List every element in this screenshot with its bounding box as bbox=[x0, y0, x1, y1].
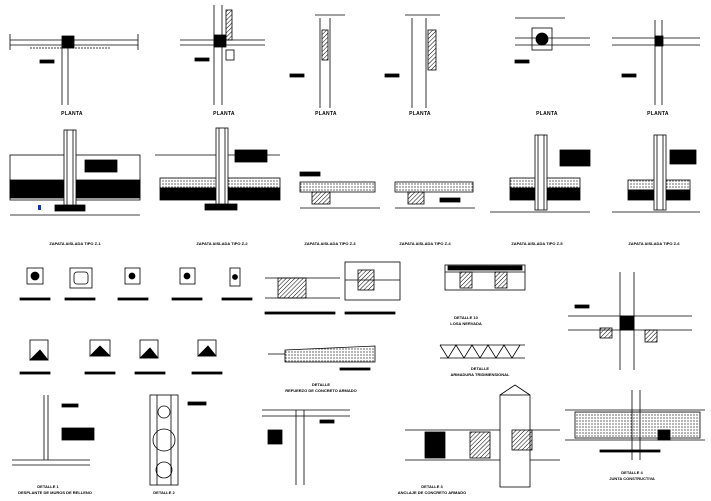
zapata-section-2 bbox=[155, 127, 281, 211]
detalle-column-section-middle bbox=[262, 409, 350, 485]
zapata-section-6 bbox=[612, 134, 700, 213]
detalle-3-drawing bbox=[405, 384, 560, 488]
detalle-1-subtitle: DESPLANTE DE MUROS DE RELLENO bbox=[18, 490, 92, 495]
refuerzo-concreto-detail bbox=[268, 345, 376, 371]
detalle-refuerzo-title: DETALLE bbox=[311, 382, 331, 387]
plan-detail-4 bbox=[384, 14, 440, 108]
detalle-2-title: DETALLE 2 bbox=[153, 490, 175, 495]
plan-detail-6 bbox=[612, 20, 700, 105]
zapata-label-6: ZAPATA AISLADA TIPO Z-6 bbox=[628, 241, 680, 246]
detalle-3-subtitle: ANCLAJE DE CONCRETO ARMADO bbox=[397, 490, 467, 495]
plan-label-3: PLANTA bbox=[315, 111, 337, 117]
column-section-details-row-1 bbox=[19, 267, 253, 301]
plan-label-5: PLANTA bbox=[536, 111, 558, 117]
detalle-4-title: DETALLE 4 bbox=[621, 470, 643, 475]
plan-label-2: PLANTA bbox=[213, 111, 235, 117]
detalle-1-drawing bbox=[12, 395, 95, 466]
zapata-section-4 bbox=[394, 181, 475, 209]
detalle-3-title: DETALLE 3 bbox=[421, 484, 443, 489]
plan-label-6: PLANTA bbox=[647, 111, 669, 117]
plan-detail-1 bbox=[9, 34, 139, 105]
zapata-label-1: ZAPATA AISLADA TIPO Z-1 bbox=[49, 241, 101, 246]
zapata-label-4: ZAPATA AISLADA TIPO Z-4 bbox=[399, 241, 451, 246]
detalle-1-title: DETALLE 1 bbox=[37, 484, 59, 489]
losa-nervada-detail bbox=[444, 264, 526, 291]
zapata-section-1 bbox=[9, 129, 141, 216]
armadura-tridimensional-detail bbox=[439, 344, 525, 359]
detalle-armadura-title: DETALLE bbox=[470, 366, 490, 371]
detalle-4-subtitle: JUNTA CONSTRUCTIVA bbox=[609, 476, 655, 481]
column-section-details-row-2 bbox=[19, 339, 223, 375]
zapata-label-3: ZAPATA AISLADA TIPO Z-3 bbox=[304, 241, 356, 246]
zapata-section-5 bbox=[490, 134, 591, 213]
plan-detail-3 bbox=[289, 14, 345, 108]
detalle-refuerzo-subtitle: REFUERZO DE CONCRETO ARMADO bbox=[285, 388, 357, 393]
column-slab-joint-detail bbox=[568, 272, 692, 370]
detalle-2-drawing bbox=[149, 394, 207, 486]
detalle-losa-title: DETALLE 10 bbox=[454, 315, 478, 320]
zapata-label-5: ZAPATA AISLADA TIPO Z-5 bbox=[511, 241, 563, 246]
zapata-section-3 bbox=[299, 171, 380, 209]
plan-detail-5 bbox=[514, 17, 590, 64]
plan-label-4: PLANTA bbox=[409, 111, 431, 117]
slab-edge-detail bbox=[264, 277, 340, 315]
detalle-armadura-subtitle: ARMADURA TRIDIMENSIONAL bbox=[450, 372, 510, 377]
plan-detail-2 bbox=[180, 5, 265, 105]
detalle-losa-subtitle: LOSA NERVADA bbox=[450, 321, 482, 326]
beam-detail-plan bbox=[344, 261, 401, 315]
zapata-label-2: ZAPATA AISLADA TIPO Z-2 bbox=[196, 241, 248, 246]
plan-label-1: PLANTA bbox=[61, 111, 83, 117]
detalle-4-drawing bbox=[565, 390, 705, 460]
